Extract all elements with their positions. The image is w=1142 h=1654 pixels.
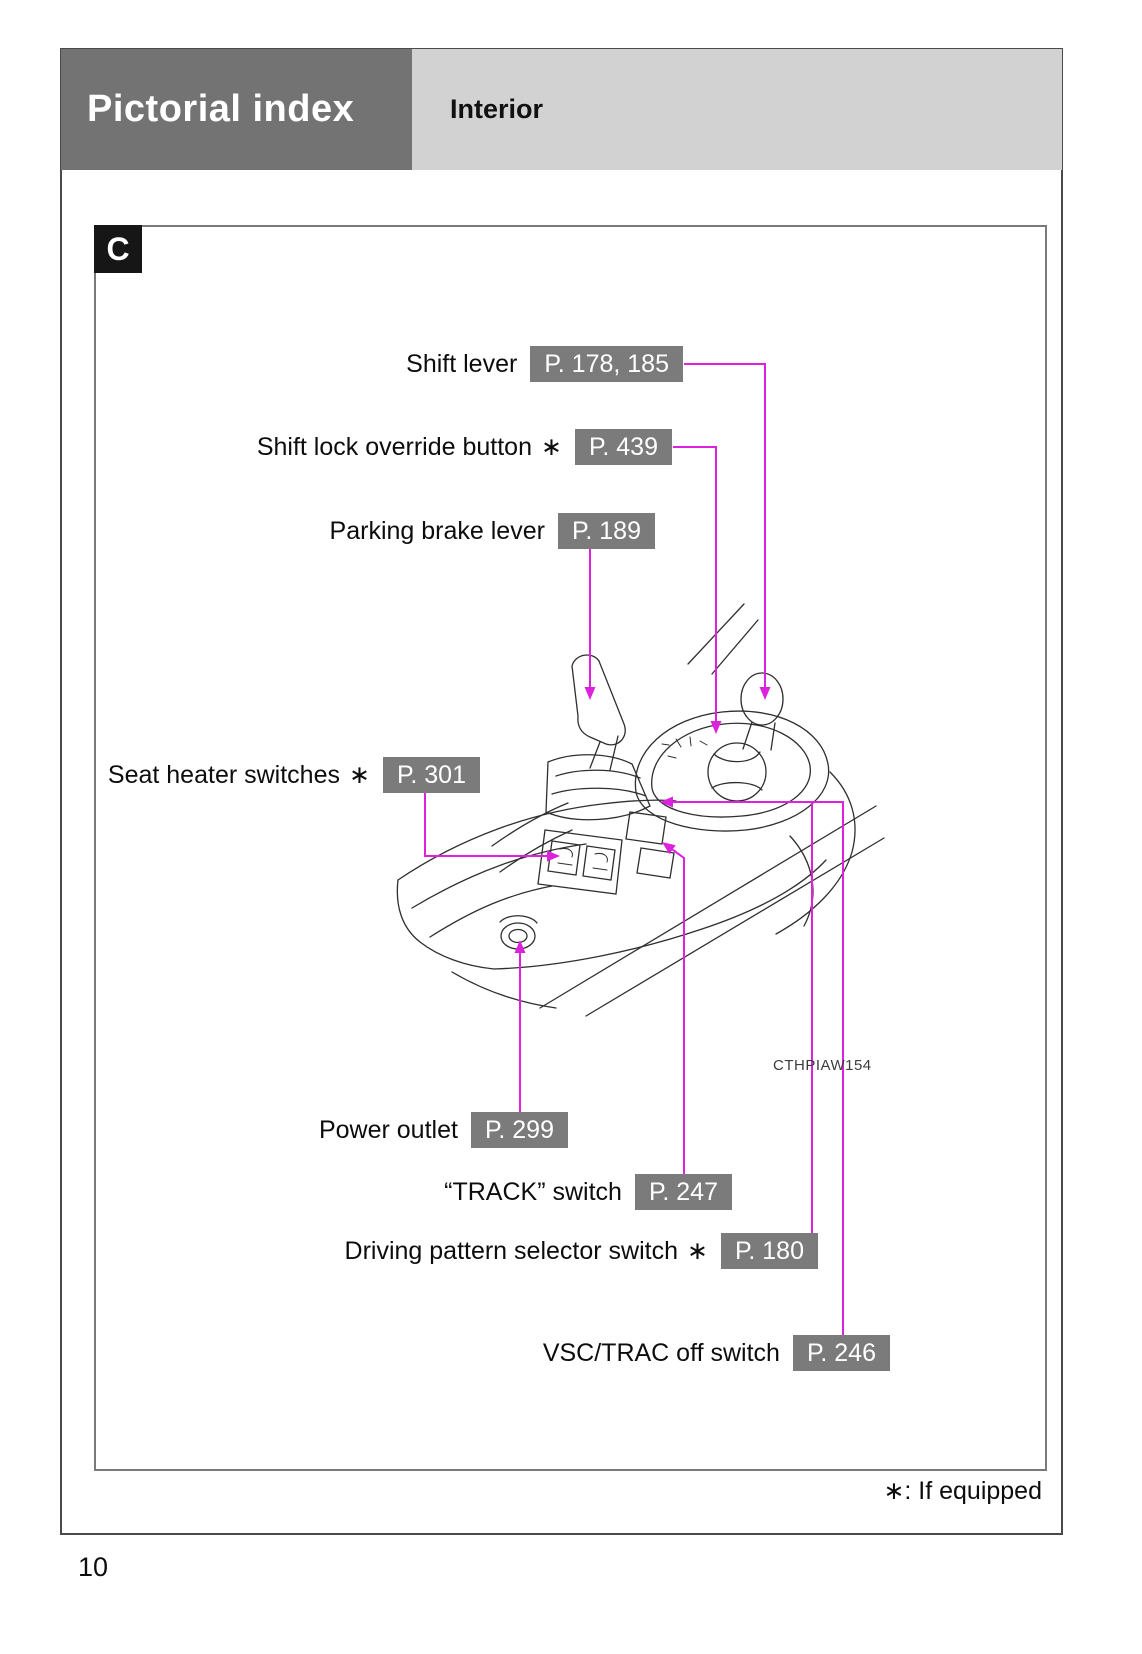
callout-label: Parking brake lever bbox=[329, 516, 545, 545]
callout-seat-heater: Seat heater switches ∗ P. 301 bbox=[108, 757, 480, 793]
callout-shift-lever: Shift lever P. 178, 185 bbox=[406, 346, 683, 382]
page-ref-badge: P. 301 bbox=[382, 757, 480, 793]
connector-shift-lock-override bbox=[673, 446, 722, 734]
header-section-title-box: Pictorial index bbox=[61, 49, 412, 170]
asterisk-marker: ∗ bbox=[686, 1237, 708, 1265]
callout-track-switch: “TRACK” switch P. 247 bbox=[444, 1174, 732, 1210]
callout-label: VSC/TRAC off switch bbox=[542, 1338, 780, 1367]
connector-shift-lever bbox=[684, 363, 771, 700]
page-ref-badge: P. 178, 185 bbox=[530, 346, 683, 382]
page-ref-badge: P. 299 bbox=[470, 1112, 568, 1148]
page-ref-badge: P. 247 bbox=[634, 1174, 732, 1210]
section-index-label: C bbox=[94, 225, 142, 273]
page-ref-badge: P. 439 bbox=[574, 429, 672, 465]
callout-shift-lock-override: Shift lock override button ∗ P. 439 bbox=[257, 429, 672, 465]
page-ref-badge: P. 189 bbox=[557, 513, 655, 549]
callout-power-outlet: Power outlet P. 299 bbox=[319, 1112, 568, 1148]
page-subtitle: Interior bbox=[450, 94, 544, 124]
asterisk-marker: ∗ bbox=[348, 761, 370, 789]
callout-label: Driving pattern selector switch bbox=[344, 1236, 678, 1265]
figure-frame bbox=[94, 225, 1047, 1471]
section-title: Pictorial index bbox=[87, 88, 355, 130]
page-number: 10 bbox=[78, 1552, 109, 1582]
asterisk-marker: ∗ bbox=[540, 433, 562, 461]
figure-code: CTHPIAW154 bbox=[773, 1057, 872, 1074]
callout-label: Seat heater switches bbox=[107, 760, 340, 789]
connector-seat-heater bbox=[424, 793, 560, 862]
connector-parking-brake bbox=[584, 549, 596, 700]
connector-vsc-trac bbox=[660, 796, 844, 1335]
page-ref-badge: P. 180 bbox=[720, 1233, 818, 1269]
callout-parking-brake: Parking brake lever P. 189 bbox=[330, 513, 655, 549]
if-equipped-footnote: ∗: If equipped bbox=[883, 1477, 1042, 1505]
connector-track-switch bbox=[662, 842, 685, 1174]
callout-label: “TRACK” switch bbox=[444, 1177, 622, 1206]
header-subtitle-box: Interior bbox=[412, 49, 1062, 170]
connector-power-outlet bbox=[514, 940, 526, 1112]
callout-driving-pattern: Driving pattern selector switch ∗ P. 180 bbox=[345, 1233, 818, 1269]
callout-label: Power outlet bbox=[318, 1115, 458, 1144]
page-ref-badge: P. 246 bbox=[792, 1335, 890, 1371]
callout-vsc-trac: VSC/TRAC off switch P. 246 bbox=[543, 1335, 890, 1371]
console-line-art bbox=[396, 603, 885, 1017]
callout-label: Shift lock override button bbox=[256, 432, 532, 461]
callout-label: Shift lever bbox=[406, 349, 518, 378]
